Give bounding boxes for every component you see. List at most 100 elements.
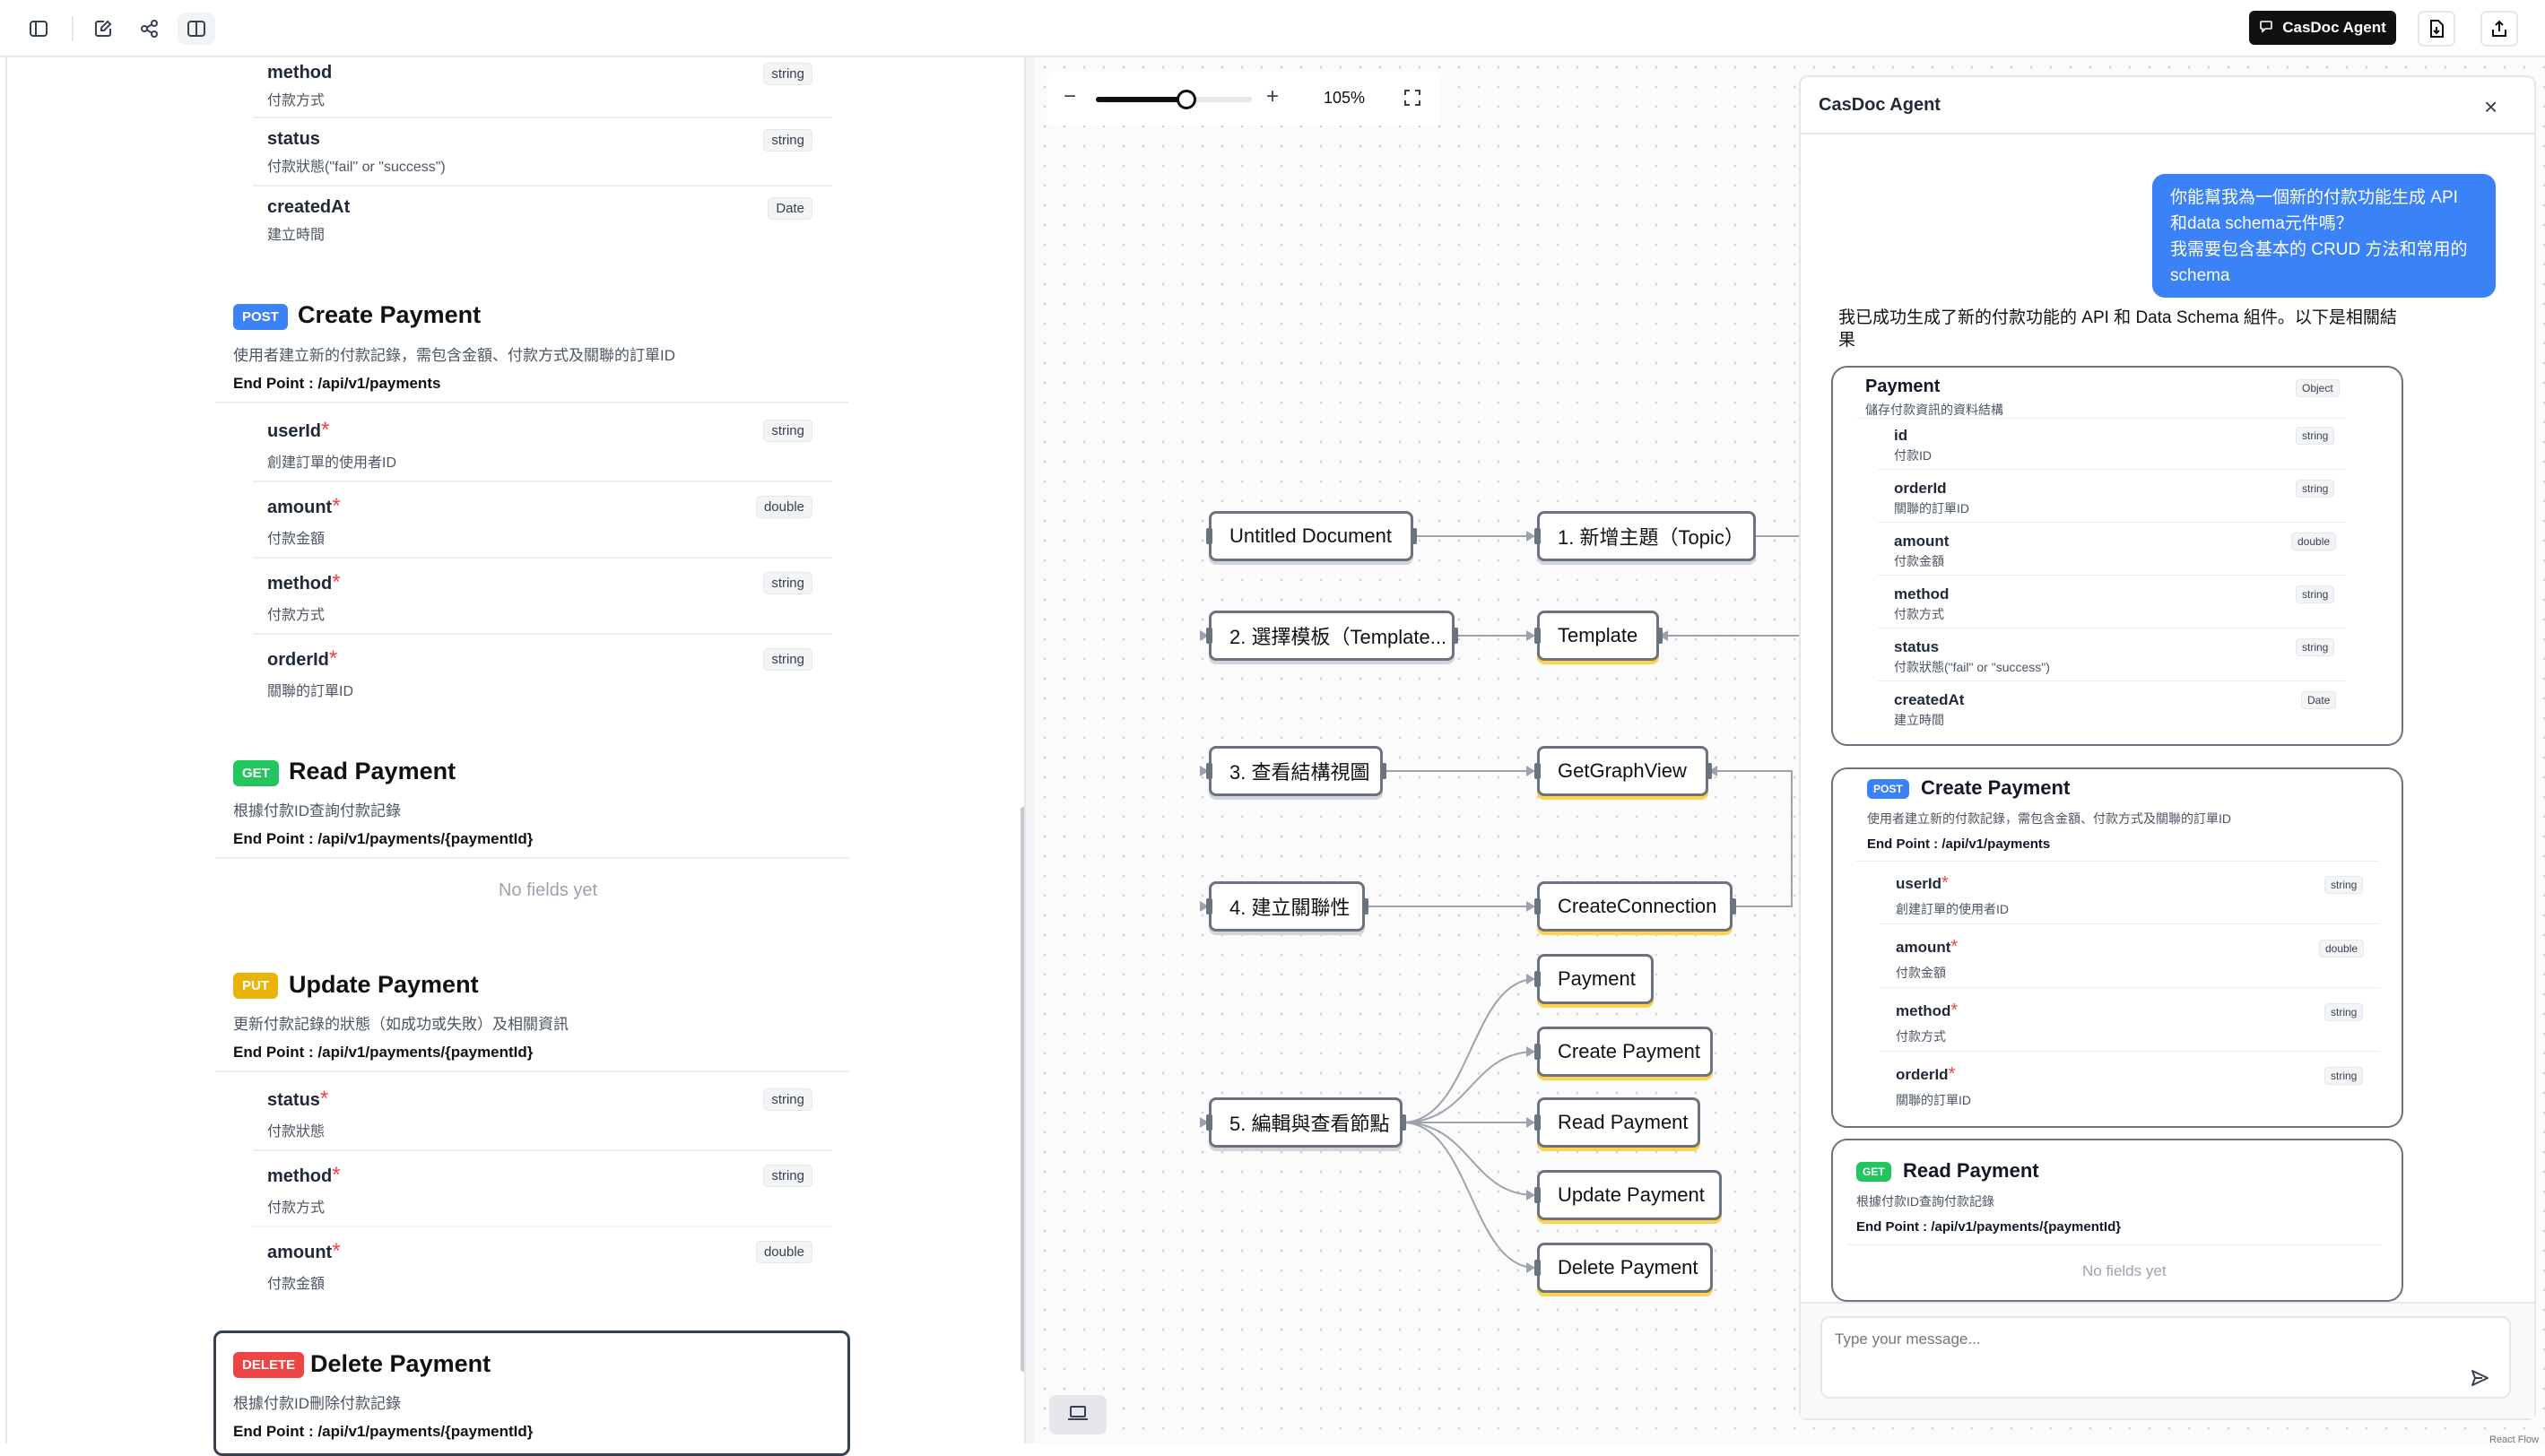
field-name: orderId	[1894, 480, 1947, 497]
panel-resize-handle[interactable]	[1024, 57, 1035, 1443]
field-type-badge: double	[755, 496, 812, 518]
endpoint-title: Create Payment	[298, 301, 482, 328]
node-template-step[interactable]: 2. 選擇模板（Template...	[1209, 611, 1455, 661]
node-handle[interactable]	[1400, 1114, 1406, 1131]
row-divider	[1878, 575, 2346, 576]
node-graph-step[interactable]: 3. 查看結構視圖	[1209, 746, 1383, 796]
node-label: Create Payment	[1558, 1040, 1700, 1062]
field-type-badge: string	[763, 63, 812, 85]
field-row[interactable]: status string 付款狀態("fail" or "success")	[253, 126, 832, 186]
edge	[1402, 1122, 1536, 1196]
endpoint-path: End Point : /api/v1/payments/{paymentId}	[1856, 1219, 2122, 1235]
zoom-out-button[interactable]: −	[1064, 84, 1077, 108]
field-desc: 付款方式	[267, 1200, 326, 1216]
node-handle[interactable]	[1411, 528, 1417, 544]
endpoint-title: Read Payment	[1903, 1159, 2039, 1182]
row-divider	[1880, 987, 2380, 988]
field-desc: 付款方式	[267, 608, 326, 623]
node-handle[interactable]	[1452, 628, 1458, 644]
node-label: Template	[1558, 624, 1638, 646]
field-row[interactable]: userId* string 創建訂單的使用者ID	[253, 414, 832, 486]
node-delete-payment[interactable]: Delete Payment	[1537, 1243, 1713, 1293]
node-handle[interactable]	[1706, 763, 1712, 779]
send-icon[interactable]	[2470, 1368, 2489, 1392]
export-document-icon[interactable]	[2418, 11, 2455, 47]
node-handle[interactable]	[1534, 971, 1541, 987]
present-button[interactable]	[1049, 1395, 1107, 1434]
node-handle[interactable]	[1206, 763, 1212, 779]
field-row[interactable]: amount* double 付款金額	[253, 1235, 832, 1307]
endpoint-title: Update Payment	[289, 971, 479, 998]
node-handle[interactable]	[1534, 1187, 1541, 1203]
node-handle[interactable]	[1534, 528, 1541, 544]
row-divider	[1880, 1051, 2380, 1052]
field-type-badge: double	[2291, 533, 2337, 550]
field-row[interactable]: createdAt Date 建立時間	[253, 194, 832, 255]
get-method-badge: GET	[233, 760, 279, 786]
node-edit-step[interactable]: 5. 編輯與查看節點	[1209, 1097, 1403, 1148]
node-handle[interactable]	[1534, 898, 1541, 914]
node-handle[interactable]	[1534, 1260, 1541, 1276]
close-icon[interactable]: ×	[2484, 93, 2498, 120]
schema-subtitle: 儲存付款資訊的資料結構	[1865, 403, 2003, 417]
node-handle[interactable]	[1656, 628, 1663, 644]
node-label: 3. 查看結構視圖	[1229, 761, 1370, 784]
zoom-in-button[interactable]: +	[1266, 84, 1280, 108]
node-handle[interactable]	[1534, 628, 1541, 644]
node-template[interactable]: Template	[1537, 611, 1659, 661]
node-read-payment[interactable]: Read Payment	[1537, 1097, 1700, 1148]
endpoint-path: End Point : /api/v1/payments/{paymentId}	[233, 1044, 534, 1061]
field-name: method	[267, 63, 333, 82]
field-row[interactable]: amount* double 付款金額	[253, 490, 832, 562]
node-handle[interactable]	[1206, 898, 1212, 914]
casdoc-agent-button[interactable]: CasDoc Agent	[2249, 11, 2396, 45]
node-payment[interactable]: Payment	[1537, 954, 1654, 1004]
field-name: orderId	[1896, 1066, 1949, 1083]
field-desc: 建立時間	[1894, 713, 1944, 727]
node-handle[interactable]	[1534, 763, 1541, 779]
document-panel	[0, 57, 1022, 1443]
arrowhead	[1526, 766, 1535, 776]
node-topic[interactable]: 1. 新增主題（Topic）	[1537, 511, 1756, 561]
node-handle[interactable]	[1206, 528, 1212, 544]
api-card-create-payment[interactable]	[1831, 767, 2403, 1128]
share-icon[interactable]	[2480, 11, 2518, 47]
graph-view-icon[interactable]	[131, 13, 169, 45]
node-get-graph-view[interactable]: GetGraphView	[1537, 746, 1708, 796]
edit-document-icon[interactable]	[84, 13, 122, 45]
node-handle[interactable]	[1206, 1114, 1212, 1131]
sidebar-toggle-icon[interactable]	[20, 13, 57, 45]
node-create-connection[interactable]: CreateConnection	[1537, 881, 1733, 932]
node-update-payment[interactable]: Update Payment	[1537, 1170, 1722, 1220]
node-create-payment[interactable]: Create Payment	[1537, 1027, 1713, 1077]
section-divider	[215, 1070, 848, 1072]
node-handle[interactable]	[1534, 1044, 1541, 1060]
field-row[interactable]: orderId* string 關聯的訂單ID	[253, 643, 832, 715]
node-connect-step[interactable]: 4. 建立關聯性	[1209, 881, 1365, 932]
field-row[interactable]: status* string 付款狀態	[253, 1083, 832, 1155]
node-handle[interactable]	[1534, 1114, 1541, 1131]
flow-attribution[interactable]: React Flow	[2489, 1434, 2540, 1445]
empty-fields-text: No fields yet	[499, 880, 598, 900]
section-divider	[215, 402, 848, 403]
document-scrollbar[interactable]	[1021, 807, 1026, 1372]
endpoint-path: End Point : /api/v1/payments	[1867, 836, 2051, 852]
node-handle[interactable]	[1206, 628, 1212, 644]
node-untitled-document[interactable]: Untitled Document	[1209, 511, 1413, 561]
field-desc: 建立時間	[267, 228, 326, 243]
field-row[interactable]: method string 付款方式	[253, 59, 832, 120]
node-handle[interactable]	[1380, 763, 1386, 779]
fullscreen-icon[interactable]	[1403, 88, 1422, 112]
field-row[interactable]: method* string 付款方式	[253, 567, 832, 638]
arrowhead	[1526, 531, 1535, 542]
split-view-icon[interactable]	[178, 13, 215, 45]
api-card-read-payment[interactable]	[1831, 1139, 2403, 1302]
message-input[interactable]	[1820, 1316, 2511, 1399]
node-handle[interactable]	[1730, 898, 1736, 914]
field-desc: 付款狀態	[267, 1124, 326, 1140]
field-row[interactable]: method* string 付款方式	[253, 1159, 832, 1231]
node-handle[interactable]	[1362, 898, 1368, 914]
zoom-slider-thumb[interactable]	[1176, 90, 1196, 109]
required-marker: *	[332, 1239, 341, 1263]
